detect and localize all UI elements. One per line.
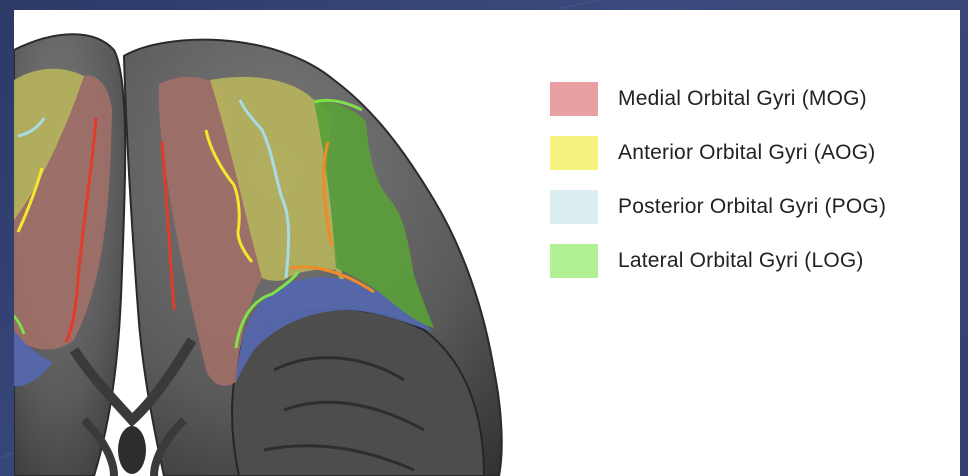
legend-swatch-pog [550,190,598,224]
legend-label-mog: Medial Orbital Gyri (MOG) [618,87,867,111]
legend-item-log: Lateral Orbital Gyri (LOG) [550,234,886,288]
background-streak [560,0,968,9]
legend-swatch-mog [550,82,598,116]
legend-swatch-log [550,244,598,278]
legend-label-pog: Posterior Orbital Gyri (POG) [618,195,886,219]
figure-panel: Medial Orbital Gyri (MOG) Anterior Orbit… [14,10,960,476]
legend-item-mog: Medial Orbital Gyri (MOG) [550,72,886,126]
midline-structure [118,426,146,474]
legend-item-aog: Anterior Orbital Gyri (AOG) [550,126,886,180]
legend-item-pog: Posterior Orbital Gyri (POG) [550,180,886,234]
legend-swatch-aog [550,136,598,170]
legend-label-aog: Anterior Orbital Gyri (AOG) [618,141,875,165]
legend: Medial Orbital Gyri (MOG) Anterior Orbit… [550,72,886,288]
brain-illustration [14,10,534,476]
legend-label-log: Lateral Orbital Gyri (LOG) [618,249,864,273]
